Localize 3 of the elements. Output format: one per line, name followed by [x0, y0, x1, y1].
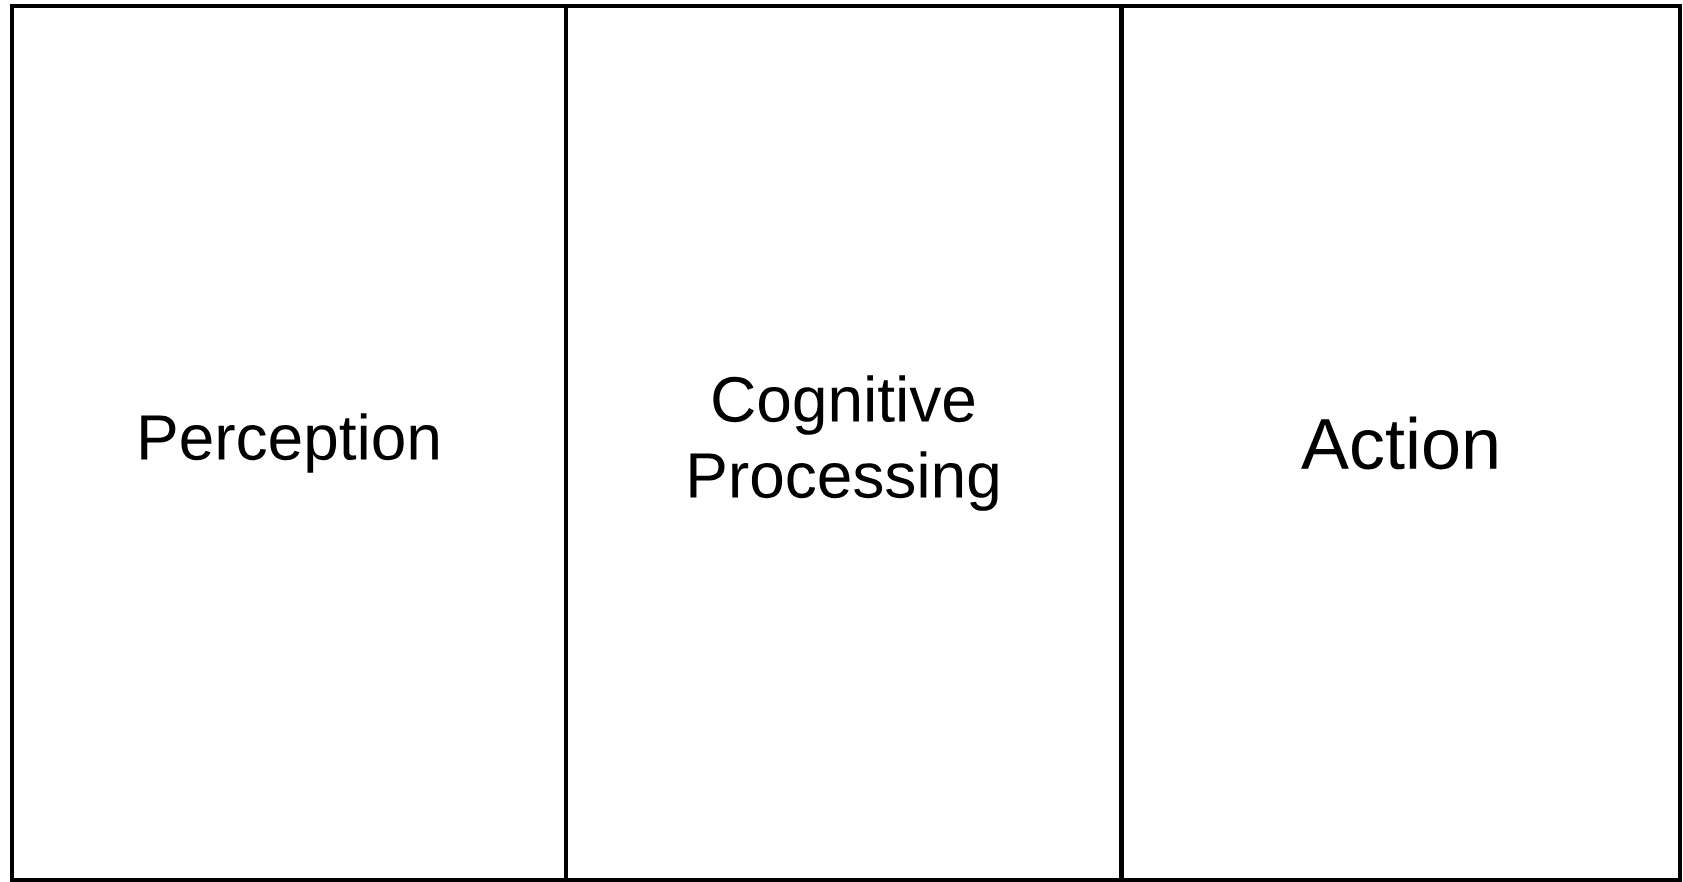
stage-box: Perception [10, 4, 568, 882]
stage-box: Action [1120, 4, 1682, 882]
stage-box: Cognitive Processing [564, 4, 1123, 882]
